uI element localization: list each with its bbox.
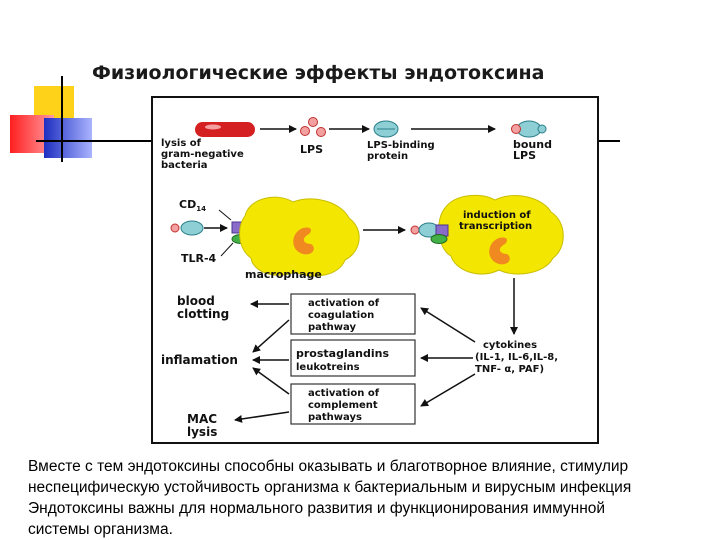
svg-text:induction of: induction of — [463, 210, 531, 221]
svg-text:gram-negative: gram-negative — [161, 149, 244, 160]
svg-text:blood: blood — [177, 294, 215, 308]
mac-lysis-label: MAC lysis — [187, 412, 217, 439]
slide-caption: Вместе с тем эндотоксины способны оказыв… — [28, 456, 720, 540]
tlr4-label: TLR-4 — [181, 252, 217, 265]
caption-line: неспецифическую устойчивость организма к… — [28, 479, 632, 496]
macrophage-label: macrophage — [245, 268, 322, 281]
lysis-label: lysis of gram-negative bacteria — [161, 138, 244, 171]
macrophage-cell-right — [438, 194, 564, 275]
title-vertical-rule — [61, 76, 63, 162]
caption-line: Вместе с тем эндотоксины способны оказыв… — [28, 458, 629, 475]
macrophage-nucleus-right — [489, 237, 510, 265]
blood-clotting-label: blood clotting — [177, 294, 229, 321]
prostaglandins-label: prostaglandins leukotreins — [296, 347, 389, 373]
lps-label: LPS — [300, 143, 323, 156]
arrow-cytokines-to-complement — [420, 373, 476, 407]
receptor-complex-left-icon — [170, 220, 251, 244]
deco-blue-square — [44, 118, 92, 158]
receptor-in-membrane-icon — [430, 224, 449, 244]
lps-molecules-icon — [300, 117, 326, 137]
svg-text:lysis: lysis — [187, 425, 217, 439]
svg-text:pathway: pathway — [308, 322, 356, 333]
svg-text:activation of: activation of — [308, 298, 380, 309]
arrow-cytokines-to-coagulation — [420, 307, 476, 343]
slide-title: Физиологические эффекты эндотоксина — [92, 62, 545, 84]
svg-text:protein: protein — [367, 151, 408, 162]
svg-text:complement: complement — [308, 400, 378, 411]
lps-binding-protein-icon — [373, 120, 399, 138]
svg-text:clotting: clotting — [177, 307, 229, 321]
svg-text:pathways: pathways — [308, 412, 362, 423]
svg-text:TNF- α, PAF): TNF- α, PAF) — [475, 364, 544, 375]
caption-line: системы организма. — [28, 521, 173, 538]
svg-text:MAC: MAC — [187, 412, 217, 426]
endotoxin-diagram: lysis of gram-negative bacteria LPS LPS-… — [151, 96, 599, 444]
complement-label: activation of complement pathways — [308, 388, 380, 423]
svg-text:cytokines: cytokines — [483, 340, 537, 351]
inflamation-label: inflamation — [161, 353, 238, 367]
complement-box — [290, 383, 416, 425]
prostaglandins-box — [290, 339, 416, 377]
svg-text:lysis of: lysis of — [161, 138, 202, 149]
cd14-pointer-line — [218, 209, 232, 221]
svg-text:transcription: transcription — [459, 221, 532, 232]
svg-text:bound: bound — [513, 138, 552, 151]
cytokines-label: cytokines (IL-1, IL-6,IL-8, TNF- α, PAF) — [475, 340, 558, 375]
lps-binding-label: LPS-binding protein — [367, 140, 435, 162]
arrow-complement-to-inflamation — [252, 367, 290, 395]
macrophage-nucleus-left — [293, 227, 314, 255]
tlr4-pointer-line — [220, 242, 234, 257]
bound-lps-icon — [511, 120, 547, 138]
induction-label: induction of transcription — [459, 210, 532, 232]
svg-text:bacteria: bacteria — [161, 160, 208, 171]
caption-line: Эндотоксины важны для нормального развит… — [28, 500, 606, 517]
bound-lps-label: bound LPS — [513, 138, 552, 162]
svg-text:LPS: LPS — [513, 149, 536, 162]
cd14-label: CD14 — [179, 198, 206, 213]
svg-text:coagulation: coagulation — [308, 310, 374, 321]
arrow-coagulation-to-inflamation — [252, 319, 290, 353]
arrow-complement-to-mac-lysis — [234, 411, 290, 423]
svg-text:activation of: activation of — [308, 388, 380, 399]
coagulation-label: activation of coagulation pathway — [308, 298, 380, 333]
coagulation-box — [290, 293, 416, 335]
svg-text:LPS-binding: LPS-binding — [367, 140, 435, 151]
bacterium-icon — [195, 122, 255, 137]
diagram-canvas: lysis of gram-negative bacteria LPS LPS-… — [161, 117, 564, 439]
svg-text:(IL-1, IL-6,IL-8,: (IL-1, IL-6,IL-8, — [475, 352, 558, 363]
receptor-complex-right-icon — [410, 222, 440, 238]
svg-text:prostaglandins: prostaglandins — [296, 347, 389, 360]
svg-text:leukotreins: leukotreins — [296, 362, 360, 373]
bacterium-highlight — [205, 124, 221, 130]
